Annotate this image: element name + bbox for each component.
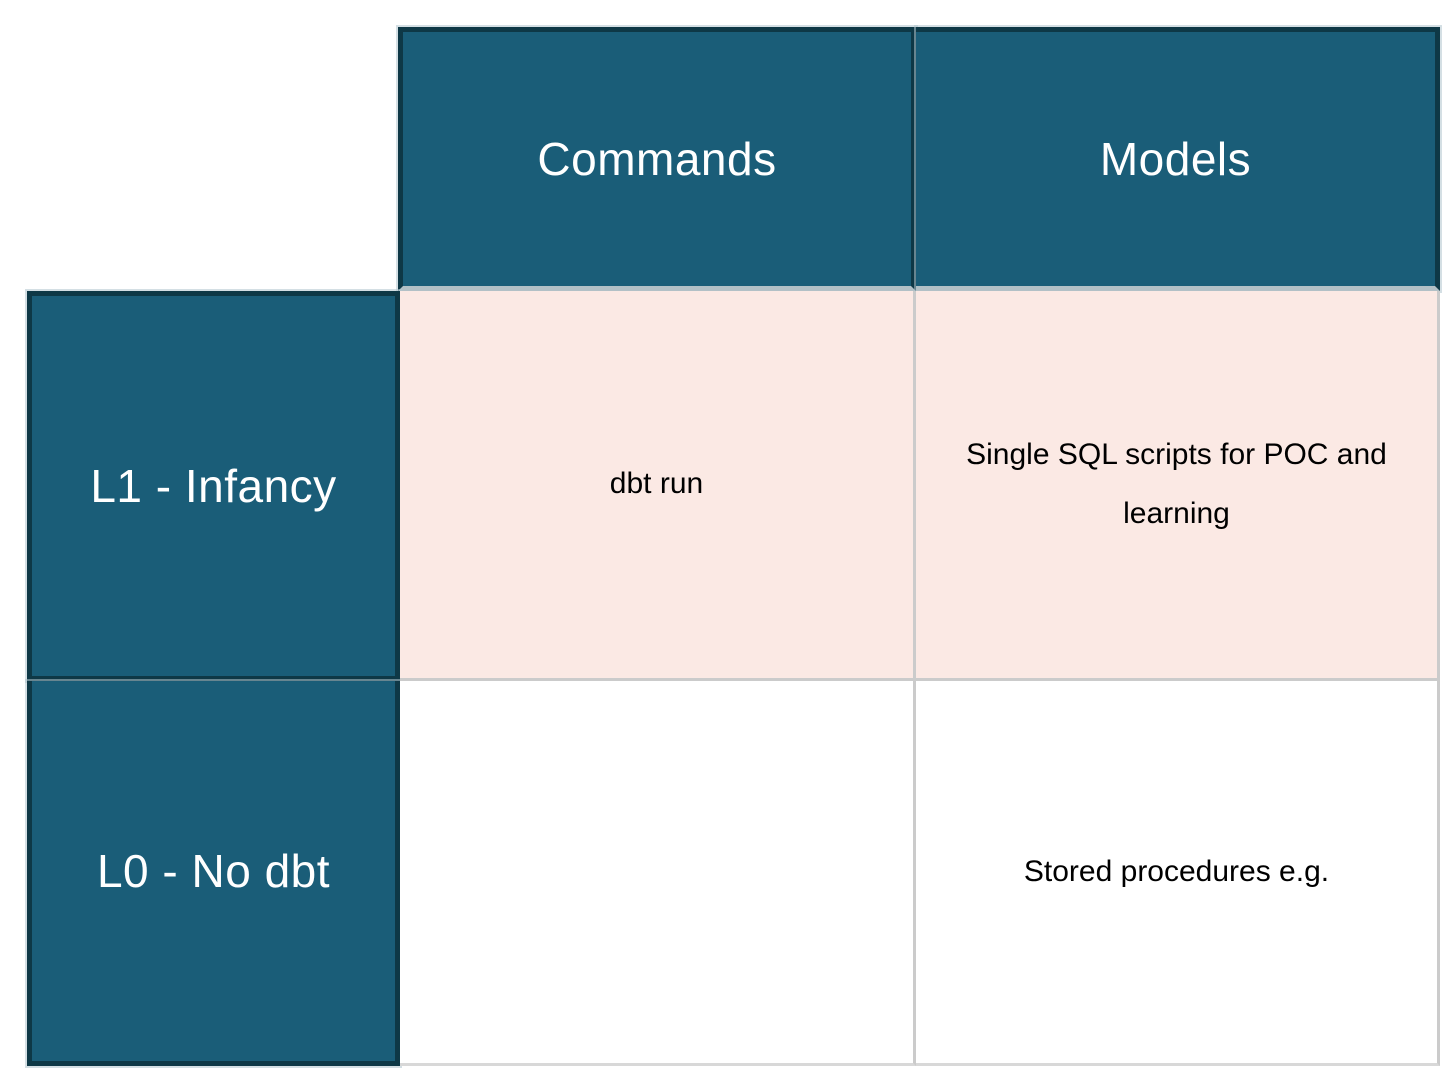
cell-l1-models: Single SQL scripts for POC and learning <box>916 291 1440 681</box>
row-header-l1-label: L1 - Infancy <box>90 460 337 512</box>
column-header-models: Models <box>916 27 1440 291</box>
column-header-models-label: Models <box>1099 133 1252 185</box>
column-header-commands-label: Commands <box>537 133 777 185</box>
cell-l0-commands <box>400 681 916 1066</box>
row-header-l1-infancy: L1 - Infancy <box>27 291 400 681</box>
cell-l1-models-text: Single SQL scripts for POC and learning <box>966 438 1387 530</box>
row-header-l0-no-dbt: L0 - No dbt <box>27 681 400 1066</box>
cell-l1-commands: dbt run <box>400 291 916 681</box>
column-header-commands: Commands <box>398 27 916 291</box>
row-header-l0-label: L0 - No dbt <box>96 845 331 897</box>
cell-l1-commands-text: dbt run <box>609 467 704 501</box>
cell-l0-models: Stored procedures e.g. <box>916 681 1440 1066</box>
cell-l0-models-text: Stored procedures e.g. <box>1023 854 1330 888</box>
